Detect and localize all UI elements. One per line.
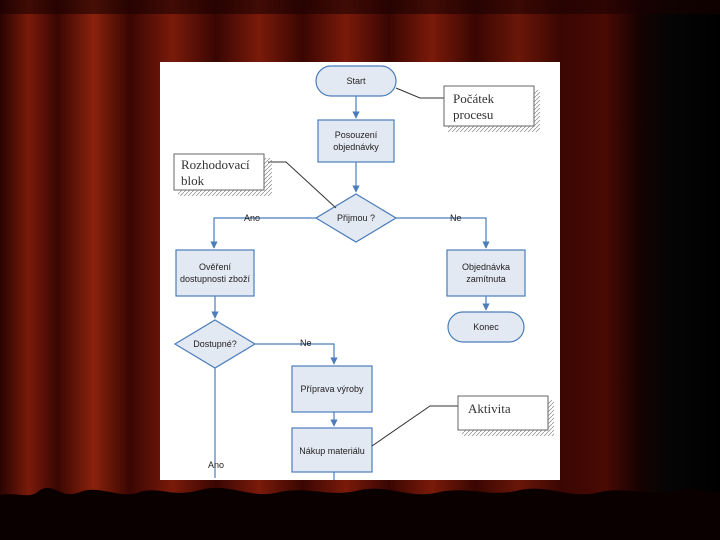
arrow-available-no <box>255 343 338 365</box>
decision-accept-node: Přijmou ? <box>314 193 398 243</box>
assessment-label-line1: Posouzení <box>335 130 378 140</box>
order-locked-line2: zamítnuta <box>466 274 506 284</box>
callout-activity: Aktivita <box>371 395 554 447</box>
arrow-accept-no <box>396 217 490 249</box>
production-prep-label: Příprava výroby <box>300 384 364 394</box>
order-locked-node: Objednávka zamítnuta <box>446 249 526 297</box>
arrow-accept-yes <box>210 217 316 249</box>
order-locked-line1: Objednávka <box>462 262 510 272</box>
branch-yes2-label: Ano <box>208 460 224 470</box>
end-label: Konec <box>473 322 499 332</box>
callout-decision-block-line1: Rozhodovací <box>181 157 250 172</box>
decision-accept-label: Přijmou ? <box>337 213 375 223</box>
curtain-valance <box>0 0 720 14</box>
branch-yes-label: Ano <box>244 213 260 223</box>
production-prep-node: Příprava výroby <box>291 365 373 413</box>
assessment-node: Posouzení objednávky <box>317 119 395 163</box>
verify-stock-node: Ověření dostupnosti zboží <box>175 249 255 297</box>
callout-process-start-line1: Počátek <box>453 91 495 106</box>
assessment-label-line2: objednávky <box>333 142 379 152</box>
curtain-hem <box>0 487 720 540</box>
callout-activity-label: Aktivita <box>468 401 511 416</box>
leader-activity <box>371 405 458 447</box>
material-purchase-label: Nákup materiálu <box>299 446 365 456</box>
branch-no2-label: Ne <box>300 338 312 348</box>
verify-stock-line2: dostupnosti zboží <box>180 274 251 284</box>
branch-no-label: Ne <box>450 213 462 223</box>
callout-process-start: Počátek procesu <box>395 85 540 132</box>
verify-stock-line1: Ověření <box>199 262 232 272</box>
callout-process-start-line2: procesu <box>453 107 494 122</box>
start-node: Start <box>315 65 397 97</box>
callout-decision-block: Rozhodovací blok <box>173 153 337 209</box>
leader-decision-block <box>268 161 337 209</box>
start-label: Start <box>346 76 366 86</box>
leader-process-start <box>395 87 444 99</box>
end-node: Konec <box>447 311 525 343</box>
material-purchase-node: Nákup materiálu <box>291 427 373 473</box>
decision-available-label: Dostupné? <box>193 339 237 349</box>
callout-decision-block-line2: blok <box>181 173 205 188</box>
